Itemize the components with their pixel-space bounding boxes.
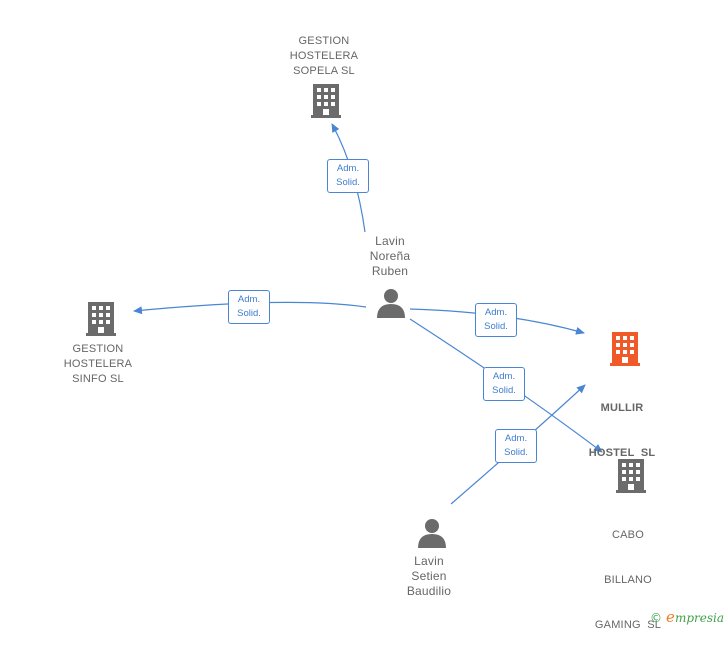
node-label-cabo[interactable]: CABO BILLANO GAMING SL <box>578 498 678 648</box>
node-label-line: HOSTEL SL <box>588 447 656 459</box>
node-label-line: HOSTELERA <box>63 358 133 370</box>
brand-footer[interactable]: ©empresia <box>650 608 724 626</box>
edge-label-line: Adm. <box>336 163 360 174</box>
building-icon[interactable] <box>616 459 646 493</box>
brand-logo-letter: e <box>666 608 675 626</box>
edge-lavin-norena-to-gestion-sinfo <box>133 301 367 315</box>
node-label-gestion-sinfo[interactable]: GESTION HOSTELERA SINFO SL <box>48 342 148 387</box>
edge-label-line: Solid. <box>237 308 261 319</box>
person-icon[interactable] <box>418 519 446 548</box>
node-label-line: BILLANO <box>604 574 652 586</box>
edge-label-e4[interactable]: Adm. Solid. <box>483 367 525 401</box>
person-icon[interactable] <box>377 289 405 318</box>
node-label-line: SOPELA SL <box>293 65 355 77</box>
edge-label-e2[interactable]: Adm. Solid. <box>228 290 270 324</box>
node-label-lavin-setien[interactable]: Lavin Setien Baudilio <box>379 554 479 599</box>
node-label-gestion-sopela[interactable]: GESTION HOSTELERA SOPELA SL <box>274 34 374 79</box>
edge-label-line: Solid. <box>336 177 360 188</box>
node-label-lavin-norena[interactable]: Lavin Noreña Ruben <box>340 234 440 279</box>
edge-label-line: Solid. <box>492 385 516 396</box>
building-icon-focus[interactable] <box>610 332 640 366</box>
node-label-line: SINFO SL <box>72 373 124 385</box>
node-label-line: GAMING SL <box>594 619 662 631</box>
edge-label-e3[interactable]: Adm. Solid. <box>475 303 517 337</box>
edge-label-e5[interactable]: Adm. Solid. <box>495 429 537 463</box>
node-label-line: HOSTELERA <box>289 50 359 62</box>
node-label-line: Lavin <box>375 234 405 248</box>
building-icon[interactable] <box>86 302 116 336</box>
node-label-mullir[interactable]: MULLIR HOSTEL SL <box>572 371 672 476</box>
node-label-line: MULLIR <box>600 402 644 414</box>
edge-label-line: Adm. <box>237 294 261 305</box>
edge-label-line: Adm. <box>504 433 528 444</box>
edge-label-line: Solid. <box>504 447 528 458</box>
node-label-line: Setien <box>411 569 447 583</box>
node-label-line: Baudilio <box>406 584 452 598</box>
node-label-line: Ruben <box>371 264 409 278</box>
network-diagram <box>86 84 646 548</box>
copyright-icon: © <box>650 611 663 625</box>
edge-label-e1[interactable]: Adm. Solid. <box>327 159 369 193</box>
edge-label-line: Adm. <box>484 307 508 318</box>
node-label-line: Lavin <box>414 554 444 568</box>
building-icon[interactable] <box>311 84 341 118</box>
node-label-line: GESTION <box>72 343 124 355</box>
edge-label-line: Solid. <box>484 321 508 332</box>
node-label-line: CABO <box>612 529 644 541</box>
node-label-line: GESTION <box>298 35 350 47</box>
node-label-line: Noreña <box>369 249 411 263</box>
edge-label-line: Adm. <box>492 371 516 382</box>
brand-logo-text: mpresia <box>674 611 724 625</box>
